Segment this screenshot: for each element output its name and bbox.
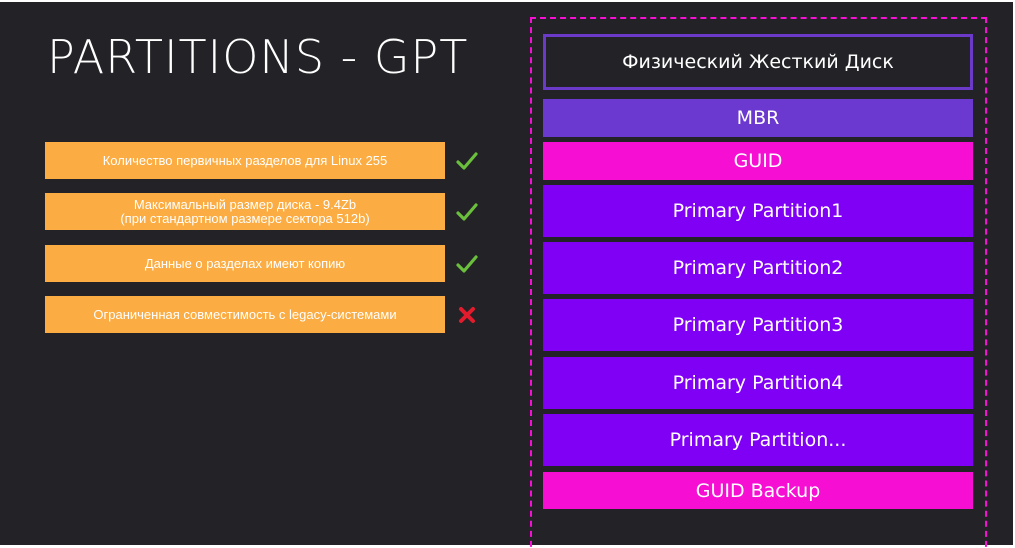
partition-block: Primary Partition2 [543, 242, 973, 294]
partition-block: Primary Partition4 [543, 357, 973, 409]
partition-block: Primary Partition1 [543, 185, 973, 237]
check-icon [456, 152, 478, 170]
disk-frame [530, 17, 987, 548]
disk-header: Физический Жесткий Диск [543, 34, 973, 90]
partition-block: Primary Partition3 [543, 299, 973, 351]
slide-border-bottom [0, 545, 1015, 548]
feature-item-legacy-compat: Ограниченная совместимость с legacy-сист… [45, 296, 445, 333]
feature-item-max-partitions: Количество первичных разделов для Linux … [45, 142, 445, 179]
feature-item-partition-backup: Данные о разделах имеют копию [45, 245, 445, 282]
guid-backup-block: GUID Backup [543, 472, 973, 509]
mbr-block: MBR [543, 99, 973, 137]
check-icon [456, 255, 478, 273]
slide-border-top [0, 0, 1015, 2]
slide-border-right [1013, 0, 1015, 548]
cross-icon [459, 307, 475, 323]
guid-block: GUID [543, 142, 973, 180]
partition-block: Primary Partition... [543, 414, 973, 466]
feature-item-max-disk-size: Максимальный размер диска - 9.4Zb (при с… [45, 193, 445, 230]
check-icon [456, 203, 478, 221]
slide-title: PARTITIONS - GPT [47, 30, 469, 84]
